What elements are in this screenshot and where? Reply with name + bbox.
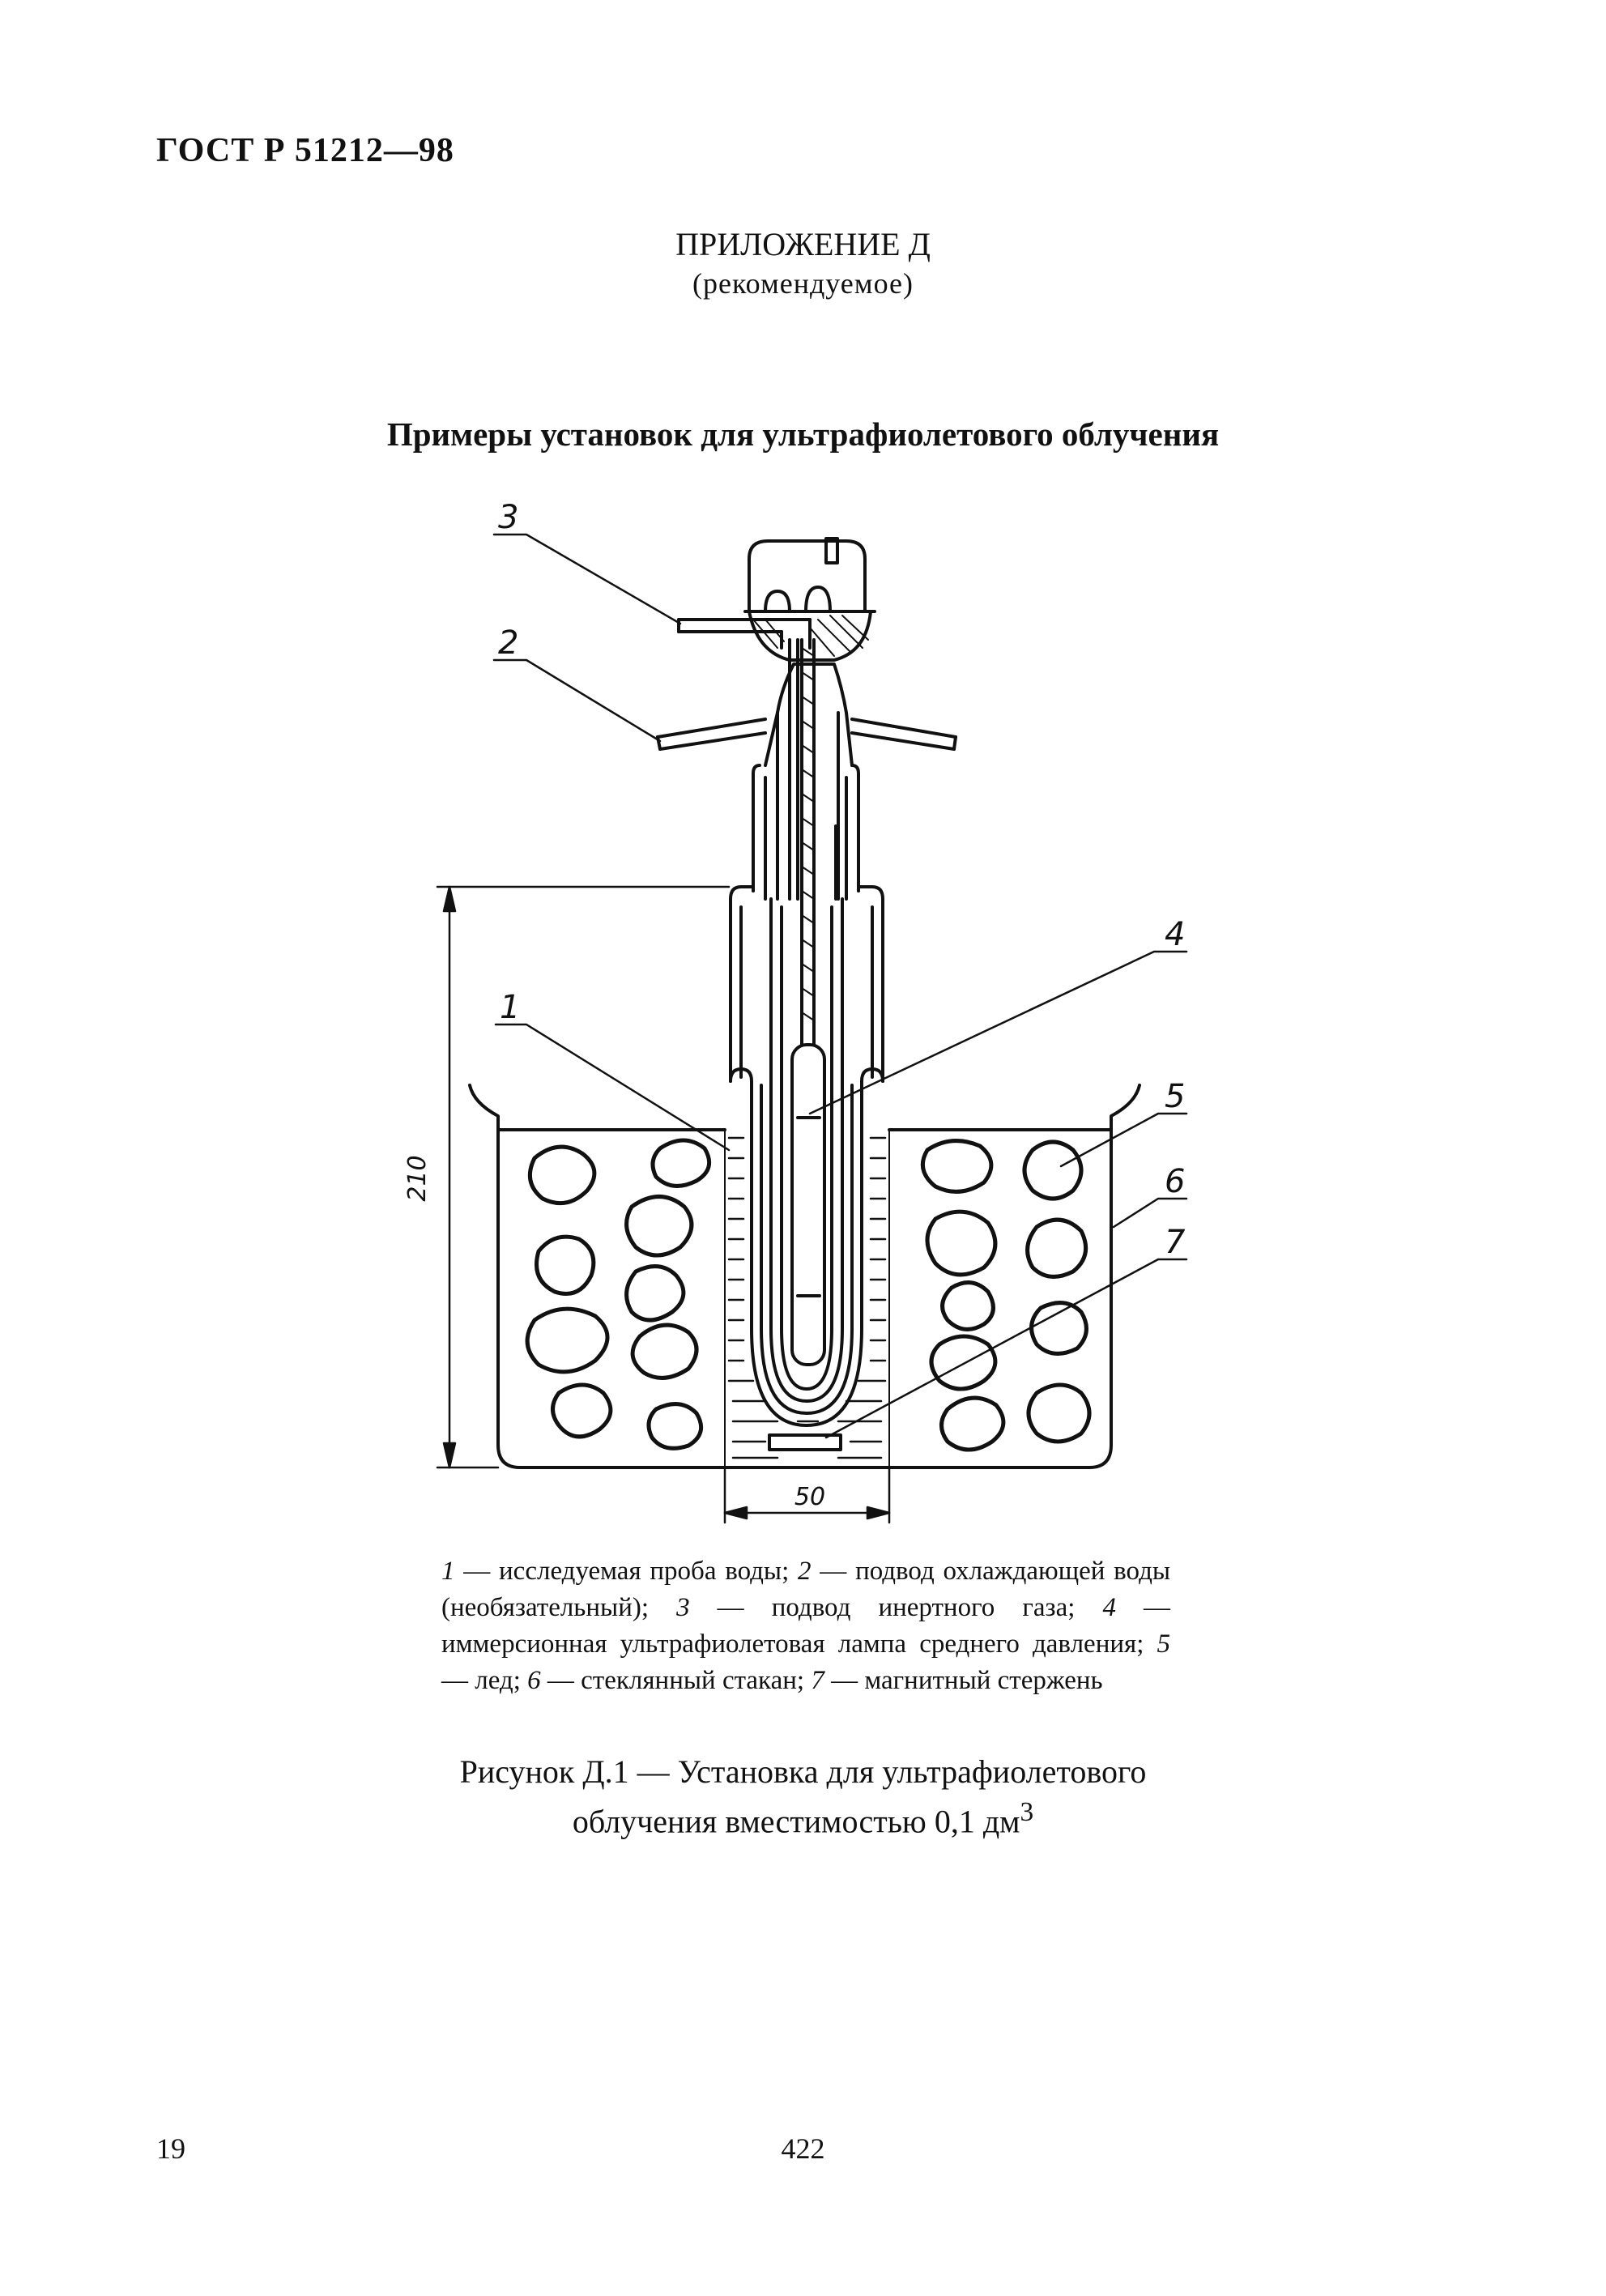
- legend-num-4: 4: [1102, 1593, 1116, 1622]
- callout-5: 5: [1165, 1078, 1185, 1115]
- document-code: ГОСТ Р 51212—98: [156, 132, 454, 169]
- callout-3: 3: [498, 499, 518, 536]
- uv-lamp: [790, 638, 826, 1366]
- appendix-kind: (рекомендуемое): [692, 267, 914, 300]
- caption-line-2: облучения вместимостью 0,1 дм3: [0, 1792, 1606, 1842]
- lamp-head: [743, 537, 876, 662]
- legend-num-6: 6: [527, 1666, 541, 1695]
- page-number: 422: [781, 2132, 825, 2165]
- legend-text-2: подвод охлаждающей воды (необязательный)…: [441, 1557, 1171, 1622]
- dimension-width: [723, 1466, 891, 1524]
- figure-legend: 1 — исследуемая проба воды; 2 — подвод о…: [441, 1557, 1171, 1695]
- section-title: Примеры установок для ультрафиолетового …: [386, 415, 1220, 453]
- dimension-height-label: 210: [403, 1155, 432, 1201]
- appendix-heading: ПРИЛОЖЕНИЕ Д (рекомендуемое): [0, 225, 1606, 303]
- legend-num-5: 5: [1157, 1629, 1171, 1659]
- legend-text-3: подвод инертного газа;: [771, 1593, 1076, 1622]
- callout-1: 1: [500, 989, 520, 1026]
- dimension-height: [436, 885, 731, 1469]
- dimension-width-label: 50: [794, 1483, 825, 1511]
- callout-6: 6: [1165, 1163, 1185, 1200]
- callout-4: 4: [1165, 916, 1185, 953]
- figure-caption: Рисунок Д.1 — Установка для ультрафиолет…: [0, 1752, 1606, 1842]
- callout-7: 7: [1165, 1224, 1186, 1261]
- immersion-well: [729, 638, 884, 1427]
- callout-leaders: [492, 533, 1188, 1439]
- legend-text-1: исследуемая проба воды;: [499, 1557, 790, 1586]
- legend-text-7: магнитный стержень: [864, 1666, 1103, 1695]
- legend-text-6: стеклянный стакан;: [581, 1666, 805, 1695]
- legend-num-1: 1: [441, 1557, 455, 1586]
- legend-text-4: иммерсионная ультрафиолетовая лампа сред…: [441, 1629, 1144, 1659]
- sheet-number: 19: [156, 2132, 185, 2165]
- legend-num-7: 7: [811, 1666, 824, 1695]
- caption-line-1: Рисунок Д.1 — Установка для ультрафиолет…: [459, 1753, 1147, 1790]
- caption-line-2-text: облучения вместимостью 0,1 дм: [572, 1803, 1020, 1840]
- callout-2: 2: [498, 624, 518, 662]
- caption-superscript: 3: [1020, 1797, 1034, 1827]
- appendix-title: ПРИЛОЖЕНИЕ Д: [675, 226, 931, 262]
- magnetic-stirrer: [768, 1433, 842, 1451]
- glass-beaker: [468, 1084, 1141, 1469]
- cooling-water-inlet: [656, 718, 957, 751]
- ice-pieces: [525, 1138, 1092, 1452]
- legend-num-3: 3: [676, 1593, 690, 1622]
- legend-num-2: 2: [798, 1557, 812, 1586]
- legend-text-5: лед;: [475, 1666, 521, 1695]
- water-sample: [724, 1129, 890, 1468]
